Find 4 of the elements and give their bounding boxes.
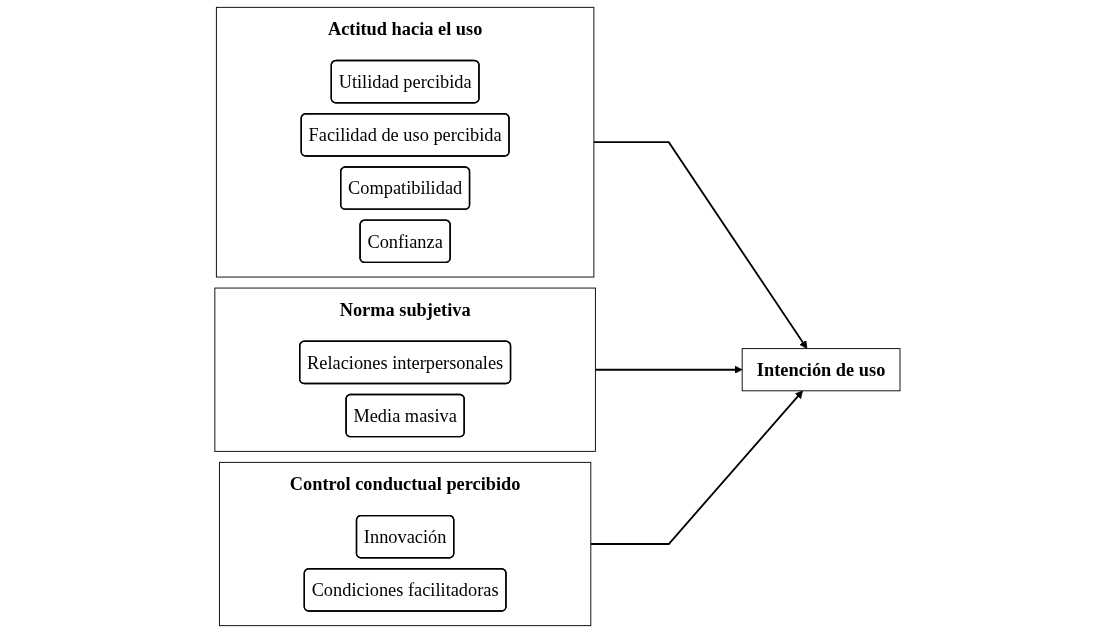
arrow — [593, 141, 808, 349]
arrow — [589, 390, 804, 545]
arrow — [594, 365, 743, 374]
node-box: Intención de uso — [741, 348, 901, 392]
